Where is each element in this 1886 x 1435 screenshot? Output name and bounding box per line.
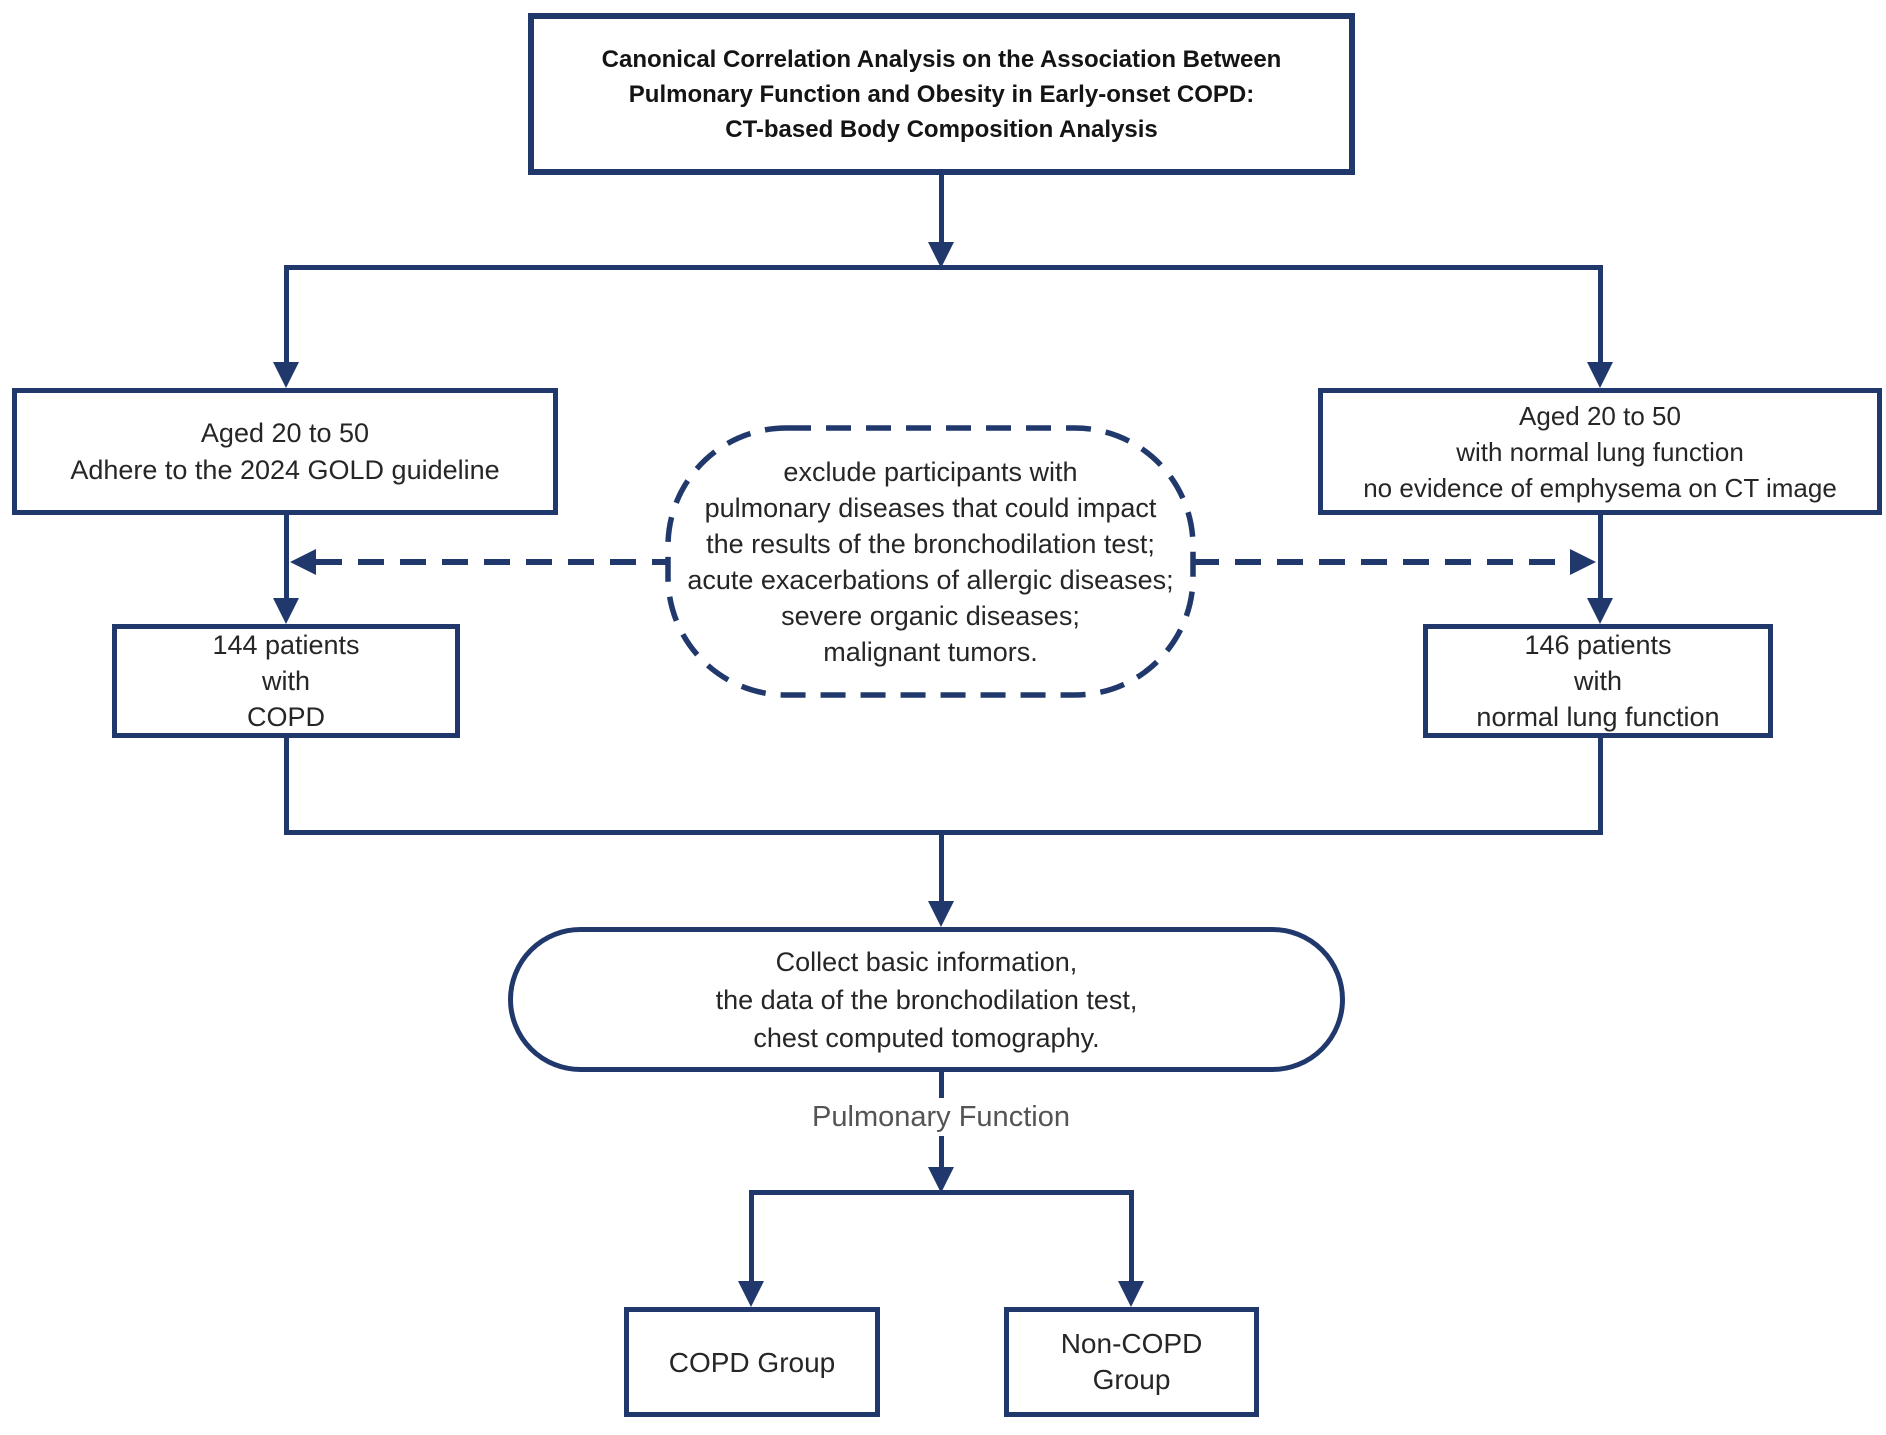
arrowhead-left-cohort [273,598,299,624]
text-line: 144 patients [212,630,360,660]
title-line: CT-based Body Composition Analysis [725,115,1158,143]
connector-merge-center-down [939,830,944,903]
text-line: COPD Group [668,1346,836,1378]
dashed-connector-exclusion-left [316,559,668,565]
text-line: chest computed tomography. [753,1022,1100,1053]
dashed-connector-exclusion-right [1193,559,1571,565]
arrowhead-split [928,1167,954,1193]
connector-left-branch-down [284,265,289,364]
connector-top-branch [284,265,1603,270]
collect-box: Collect basic information, the data of t… [508,927,1345,1072]
arrowhead-exclusion-left [290,549,316,575]
text-line: pulmonary diseases that could impact [704,493,1157,523]
connector-split-lower [939,1136,944,1169]
text-line: Aged 20 to 50 [200,417,370,448]
text-line: normal lung function [1476,702,1720,732]
connector-right-branch-down [1598,265,1603,364]
text-line: severe organic diseases; [781,601,1080,631]
text-line: Non-COPD [1060,1328,1203,1359]
connector-title-down [939,175,944,246]
arrowhead-copd-group [738,1281,764,1307]
text-line: 146 patients [1524,630,1672,660]
text-line: exclude participants with [783,457,1078,487]
text-line: malignant tumors. [823,637,1038,667]
text-line: COPD [246,702,325,732]
title-line: Canonical Correlation Analysis on the As… [601,45,1282,73]
text-line: the data of the bronchodilation test, [715,984,1138,1015]
right-criteria-box: Aged 20 to 50 with normal lung function … [1318,388,1882,515]
copd-cohort-box: 144 patients with COPD [112,624,460,738]
text-line: the results of the bronchodilation test; [706,529,1155,559]
exclusion-note: exclude participants with pulmonary dise… [668,442,1193,682]
connector-noncopd-group-down [1129,1190,1134,1283]
connector-group-branch [749,1190,1134,1195]
connector-left-merge-down [284,738,289,835]
connector-split-upper [939,1072,944,1098]
arrowhead-exclusion-right [1570,549,1596,575]
title-line: Pulmonary Function and Obesity in Early-… [628,80,1255,108]
connector-left-cohort-down [284,515,289,600]
text-line: with normal lung function [1456,436,1744,467]
copd-group-box: COPD Group [624,1307,880,1417]
connector-copd-group-down [749,1190,754,1283]
text-line: Adhere to the 2024 GOLD guideline [70,454,500,485]
normal-cohort-box: 146 patients with normal lung function [1423,624,1773,738]
arrowhead-title-down [928,242,954,268]
text-line: Group [1092,1364,1171,1395]
non-copd-group-box: Non-COPD Group [1004,1307,1259,1417]
text-line: with [261,666,310,696]
text-line: Collect basic information, [775,946,1078,977]
arrowhead-right-criteria [1587,362,1613,388]
arrowhead-left-criteria [273,362,299,388]
arrowhead-noncopd-group [1118,1281,1144,1307]
arrowhead-collect [928,901,954,927]
text-line: acute exacerbations of allergic diseases… [687,565,1174,595]
text-line: with [1573,666,1622,696]
text-line: Aged 20 to 50 [1519,400,1681,431]
left-criteria-box: Aged 20 to 50 Adhere to the 2024 GOLD gu… [12,388,558,515]
text-line: no evidence of emphysema on CT image [1363,472,1837,503]
connector-right-merge-down [1598,738,1603,835]
title-box: Canonical Correlation Analysis on the As… [528,13,1355,175]
split-label: Pulmonary Function [812,1101,1070,1133]
connector-right-cohort-down [1598,515,1603,600]
arrowhead-right-cohort [1587,598,1613,624]
